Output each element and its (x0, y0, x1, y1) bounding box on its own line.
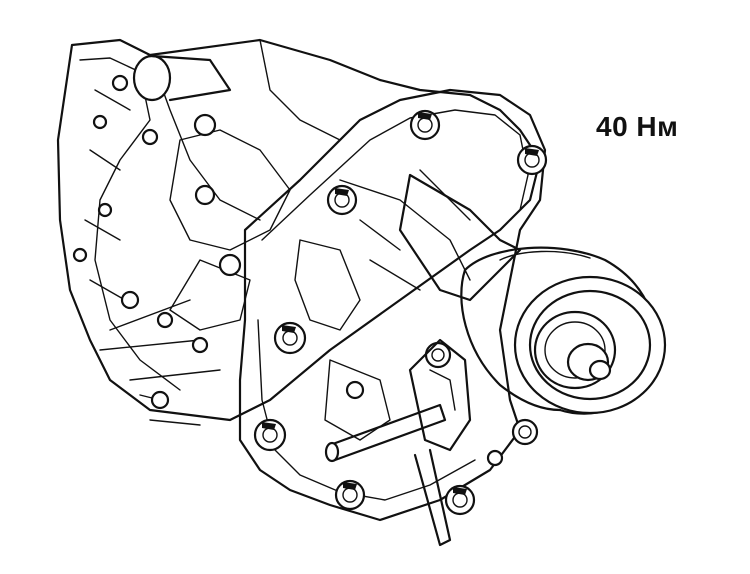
output-flange (398, 173, 667, 415)
bolt-heads (262, 112, 539, 495)
gearbox-housing (56, 38, 542, 426)
torque-label: 40 Нм (596, 111, 679, 142)
pin-tool (324, 338, 472, 547)
